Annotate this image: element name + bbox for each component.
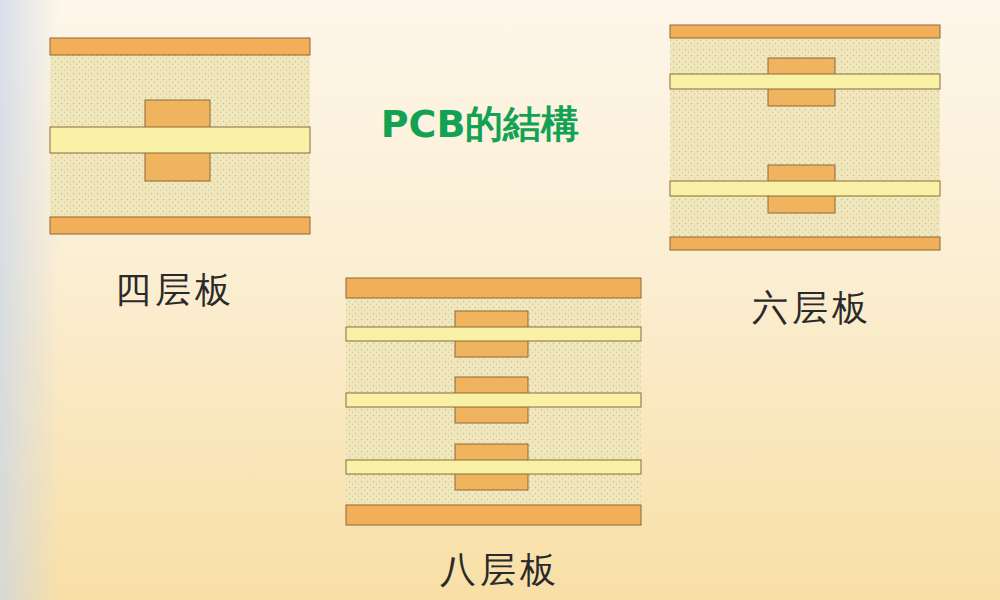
diagram-title: PCB的結構 — [381, 99, 580, 150]
board-label: 八层板 — [440, 546, 560, 595]
board-label: 六层板 — [752, 284, 872, 333]
board-label: 四层板 — [115, 266, 235, 315]
